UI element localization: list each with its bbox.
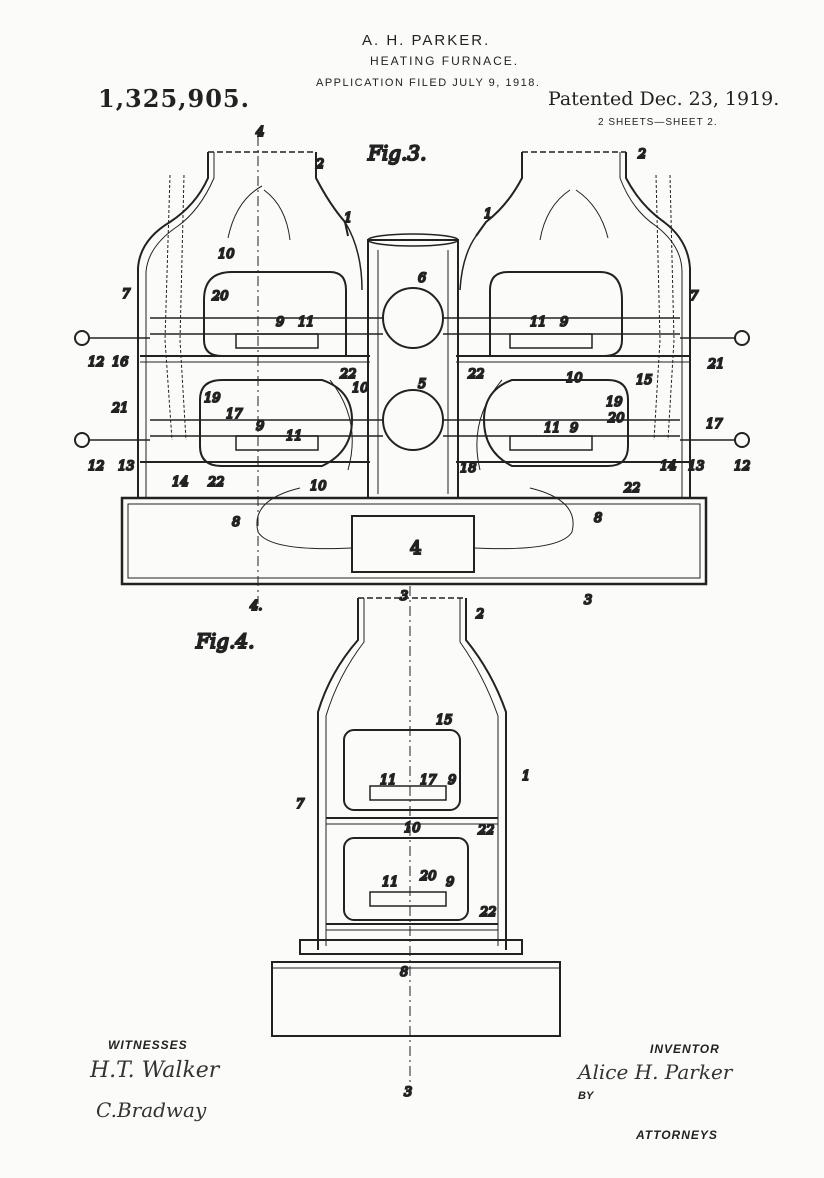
lower-right-heater <box>482 379 629 467</box>
sheet-count: 2 SHEETS—SHEET 2. <box>598 117 718 128</box>
reference-numeral: 22 <box>477 823 495 838</box>
figure-4: Fig.4. 2 3 3 15 11 17 9 1 7 10 22 11 20 … <box>194 586 561 1101</box>
reference-numeral: 7 <box>690 289 699 304</box>
reference-numeral: 4 <box>255 125 264 140</box>
lower-left-heater <box>199 379 354 467</box>
reference-numeral: 2 <box>637 147 646 162</box>
reference-numeral: 4. <box>249 599 262 614</box>
reference-numeral: 1 <box>484 207 492 222</box>
reference-numeral: 9 <box>256 419 264 434</box>
drum-6 <box>382 287 444 349</box>
patent-title: HEATING FURNACE. <box>370 54 520 68</box>
drum-5 <box>382 389 444 451</box>
application-filed-date: APPLICATION FILED JULY 9, 1918. <box>316 77 541 89</box>
reference-numeral: 2 <box>475 607 484 622</box>
right-flue-outline <box>475 152 523 237</box>
reference-numeral: 11 <box>298 315 315 330</box>
reference-numeral: 21 <box>111 401 129 416</box>
patent-number: 1,325,905. <box>98 84 250 113</box>
reference-numeral: 9 <box>276 315 284 330</box>
witnesses-label: WITNESSES <box>108 1038 188 1052</box>
reference-numeral: 18 <box>460 461 477 476</box>
reference-numeral: 20 <box>607 411 625 426</box>
base-box <box>120 496 708 586</box>
reference-numeral: 22 <box>479 905 497 920</box>
center-box-4 <box>351 515 475 573</box>
by-label: BY <box>578 1090 594 1102</box>
fig4-outline <box>317 598 359 950</box>
reference-numeral: 13 <box>118 459 135 474</box>
reference-numeral: 10 <box>218 247 235 262</box>
central-pipe <box>367 239 459 499</box>
reference-numeral: 9 <box>570 421 578 436</box>
reference-numeral: 17 <box>226 407 243 422</box>
reference-numeral: 10 <box>404 821 421 836</box>
reference-numeral: 13 <box>688 459 705 474</box>
fig4-base <box>271 961 561 1037</box>
left-flue-outline <box>137 152 209 498</box>
reference-numeral: 8 <box>232 515 240 530</box>
reference-numeral: 3 <box>404 1085 412 1100</box>
reference-numeral: 22 <box>339 367 357 382</box>
reference-numeral: 12 <box>734 459 751 474</box>
reference-numeral: 5 <box>418 377 426 392</box>
center-box-numeral: 4 <box>410 538 421 559</box>
reference-numeral: 19 <box>606 395 623 410</box>
reference-numeral: 17 <box>420 773 437 788</box>
reference-numeral: 7 <box>296 797 305 812</box>
reference-numeral: 20 <box>211 289 229 304</box>
reference-numeral: 8 <box>594 511 602 526</box>
reference-numeral: 14 <box>660 459 677 474</box>
reference-numeral: 9 <box>448 773 456 788</box>
reference-numeral: 12 <box>88 355 105 370</box>
reference-numeral: 15 <box>436 713 453 728</box>
witness-signature-walker: H.T. Walker <box>90 1058 220 1083</box>
inventor-label: INVENTOR <box>650 1042 720 1056</box>
reference-numeral: 21 <box>707 357 725 372</box>
reference-numeral: 3 <box>400 589 408 604</box>
reference-numeral: 6 <box>418 271 426 286</box>
upper-left-heater <box>203 271 347 357</box>
reference-numeral: 17 <box>706 417 723 432</box>
reference-numeral: 8 <box>400 965 408 980</box>
reference-numeral: 1 <box>522 769 530 784</box>
inventor-signature: Alice H. Parker <box>578 1060 733 1084</box>
reference-numeral: 7 <box>122 287 131 302</box>
reference-numeral: 11 <box>286 429 303 444</box>
reference-numeral: 10 <box>310 479 327 494</box>
reference-numeral: 16 <box>112 355 129 370</box>
reference-numeral: 1 <box>344 211 352 226</box>
attorneys-label: ATTORNEYS <box>636 1128 718 1142</box>
patented-date: Patented Dec. 23, 1919. <box>548 88 780 110</box>
reference-numeral: 2 <box>315 157 324 172</box>
upper-right-heater <box>489 271 623 357</box>
reference-numeral: 20 <box>419 869 437 884</box>
figure-3: Fig.3. 2 2 1 1 10 7 7 6 5 20 9 11 11 9 1… <box>74 124 752 615</box>
reference-numeral: 10 <box>566 371 583 386</box>
inventor-name: A. H. PARKER. <box>362 32 491 49</box>
reference-numeral: 22 <box>207 475 225 490</box>
reference-numeral: 3 <box>584 593 592 608</box>
reference-numeral: 9 <box>446 875 454 890</box>
reference-numeral: 22 <box>623 481 641 496</box>
reference-numeral: 19 <box>204 391 221 406</box>
reference-numeral: 11 <box>544 421 561 436</box>
fig3-label: Fig.3. <box>367 141 427 165</box>
reference-numeral: 14 <box>172 475 189 490</box>
reference-numeral: 11 <box>380 773 397 788</box>
reference-numeral: 15 <box>636 373 653 388</box>
reference-numeral: 12 <box>88 459 105 474</box>
reference-numeral: 11 <box>530 315 547 330</box>
reference-numeral: 11 <box>382 875 399 890</box>
reference-numeral: 22 <box>467 367 485 382</box>
fig4-label: Fig.4. <box>195 629 255 653</box>
reference-numeral: 9 <box>560 315 568 330</box>
reference-numeral: 10 <box>352 381 369 396</box>
witness-signature-bradway: C.Bradway <box>96 1098 207 1122</box>
